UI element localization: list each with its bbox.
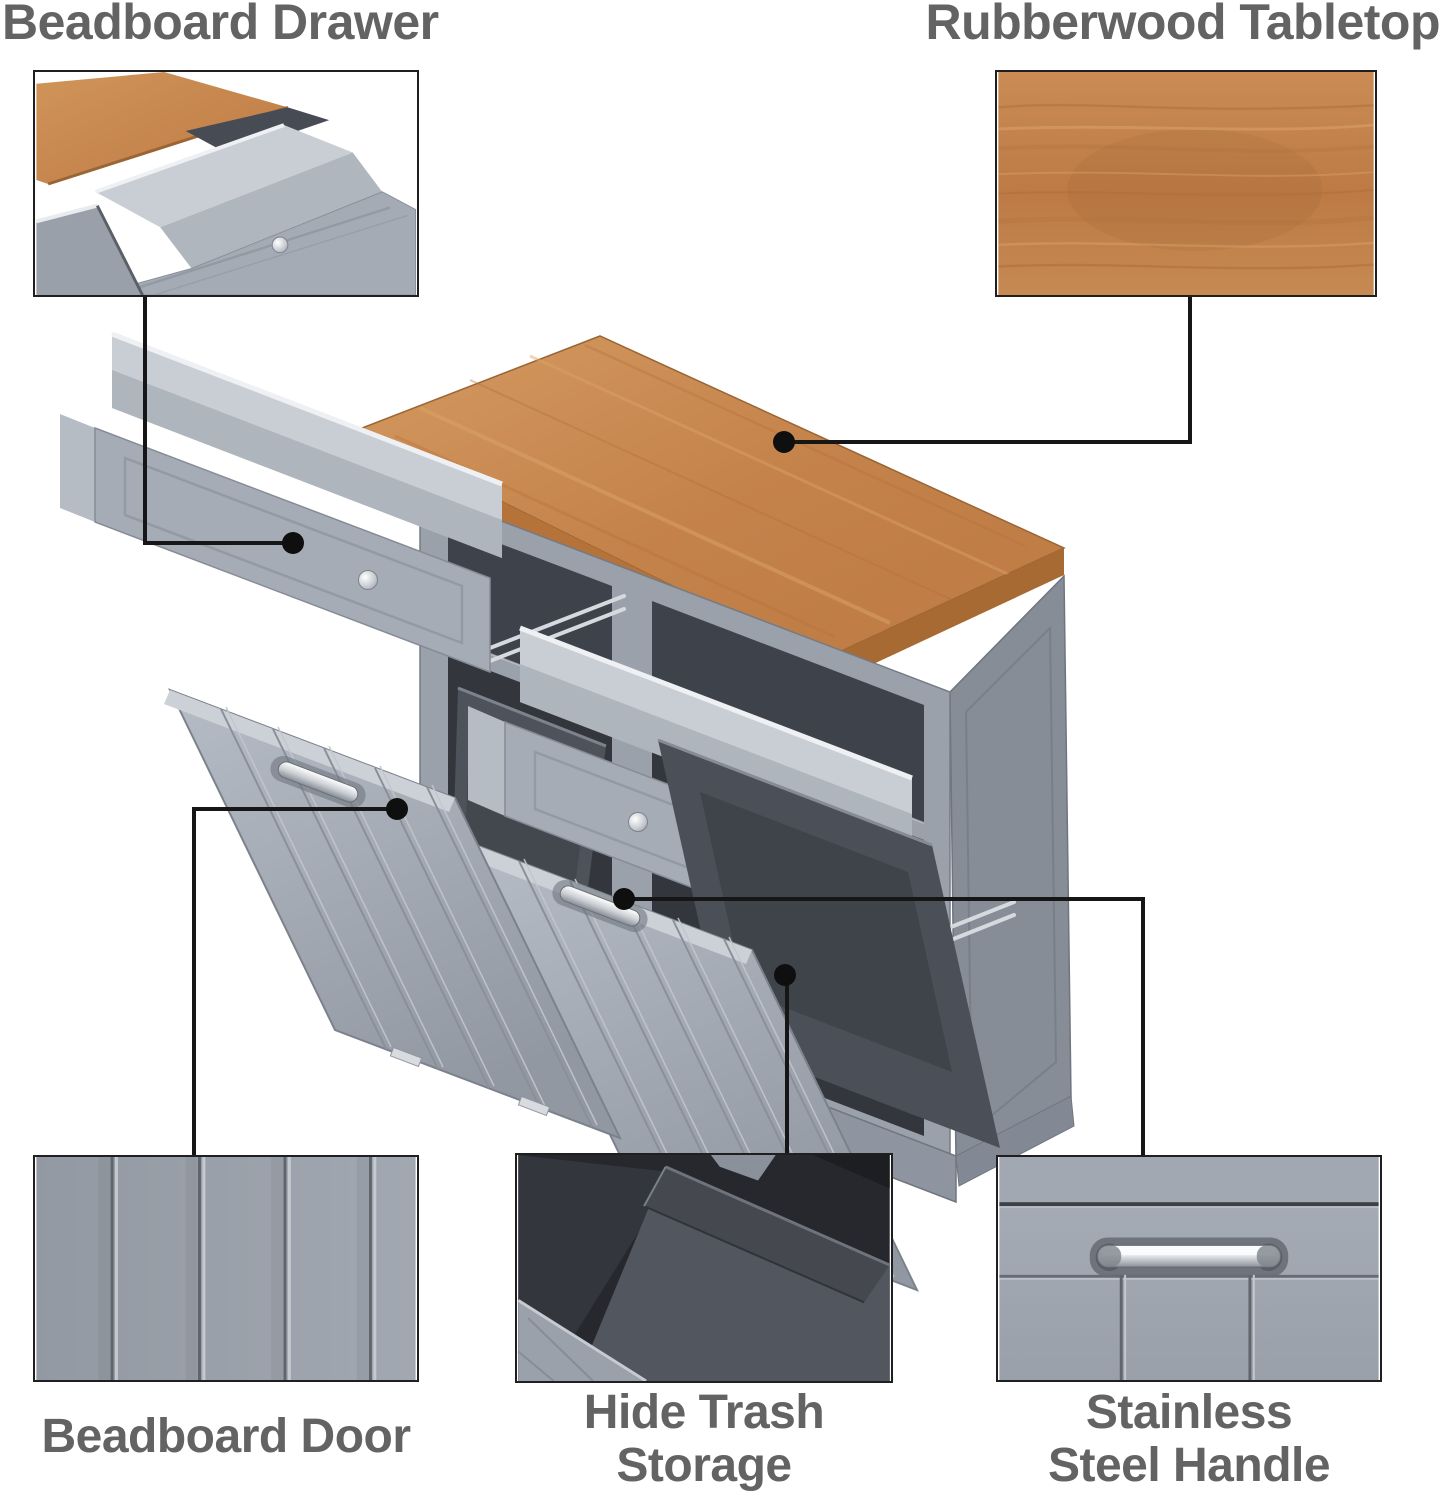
- callout-line-beadboard-drawer: [143, 297, 293, 545]
- callout-dot-beadboard-door: [386, 798, 408, 820]
- open-drawer-left: [60, 331, 503, 674]
- feature-label-beadboard-drawer: Beadboard Drawer: [2, 0, 439, 50]
- callout-dot-rubberwood-tabletop: [773, 431, 795, 453]
- feature-label-rubberwood-tabletop: Rubberwood Tabletop: [925, 0, 1440, 50]
- inset-rubberwood-tabletop: [995, 70, 1377, 297]
- feature-label-line: Steel Handle: [1047, 1439, 1331, 1492]
- callout-dot-stainless-steel-handle: [613, 888, 635, 910]
- callout-dots: [282, 431, 796, 986]
- feature-label-beadboard-door: Beadboard Door: [41, 1410, 411, 1463]
- callout-dot-hide-trash-storage: [774, 964, 796, 986]
- inset-beadboard-drawer: [33, 70, 419, 297]
- feature-label-line: Hide Trash: [583, 1386, 825, 1439]
- drawer-slide-rails-left: [488, 594, 626, 663]
- feature-label-line: Stainless: [1085, 1386, 1293, 1439]
- callout-line-rubberwood-tabletop: [784, 297, 1192, 444]
- inset-hide-trash-storage: [515, 1153, 893, 1383]
- callout-lines: [143, 297, 1192, 1157]
- callout-dot-beadboard-drawer: [282, 532, 304, 554]
- inset-stainless-steel-handle: [996, 1155, 1382, 1382]
- feature-label-hide-trash-storage: Hide Trash Storage: [515, 1386, 893, 1492]
- callout-line-beadboard-door: [192, 807, 397, 1157]
- callout-line-stainless-steel-handle: [624, 897, 1145, 1157]
- feature-label-stainless-steel-handle: Stainless Steel Handle: [996, 1386, 1382, 1492]
- feature-label-line: Storage: [616, 1439, 792, 1492]
- inset-beadboard-door: [33, 1155, 419, 1382]
- tilt-door-left: [164, 688, 622, 1140]
